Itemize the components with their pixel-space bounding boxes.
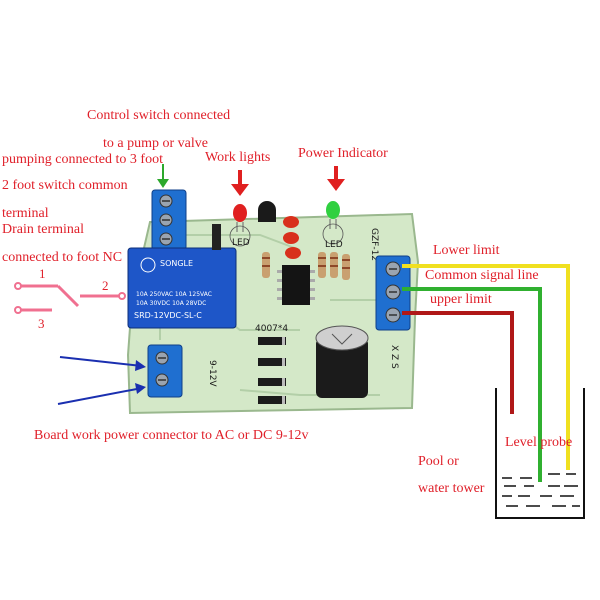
xzs-label: X Z S [389, 345, 399, 369]
upper-limit-label: upper limit [430, 292, 492, 307]
pool-container [495, 388, 585, 519]
led-label-left: LED [232, 238, 250, 248]
wire-lower-limit [402, 264, 570, 470]
control-switch-label-1: Control switch connected [87, 108, 231, 123]
power-input-arrows [57, 356, 146, 405]
work-lights-arrow [231, 170, 249, 196]
relay-rating-1: 10A 250VAC 10A 125VAC [136, 291, 212, 298]
probe-terminal-block [375, 255, 411, 331]
pool-label-2: water tower [418, 481, 485, 496]
ceramic-capacitors [283, 216, 301, 259]
work-light-led [229, 204, 251, 247]
wire-upper-limit [402, 311, 514, 414]
ic-chip [277, 265, 315, 305]
relay-output-terminal-block [151, 189, 187, 251]
relay-rating-2: 10A 30VDC 10A 28VDC [136, 300, 206, 307]
led-label-right: LED [325, 240, 343, 250]
connected-foot-label: connected to foot NC [2, 250, 123, 265]
wire-common-signal [402, 287, 542, 482]
two-foot-label-1: 2 foot switch common [2, 178, 128, 193]
voltage-label: 9-12V [207, 360, 217, 387]
diode [212, 224, 221, 250]
switch-symbol [18, 284, 122, 312]
switch-pin-1: 1 [39, 266, 46, 281]
board-model: GZF-12 [369, 228, 379, 261]
board-power-label: Board work power connector to AC or DC 9… [34, 428, 309, 443]
pumping-label: pumping connected to 3 foot [2, 152, 163, 167]
relay-component: SONGLE 10A 250VAC 10A 125VAC 10A 30VDC 1… [127, 247, 237, 329]
transistor [258, 201, 276, 222]
lower-limit-label: Lower limit [433, 243, 500, 258]
rectifier-diodes [258, 337, 286, 404]
drain-label: Drain terminal [2, 222, 85, 237]
power-indicator-led [322, 201, 344, 245]
level-probe-label: Level probe [505, 435, 573, 450]
power-indicator-arrow [327, 166, 345, 191]
relay-model: SRD-12VDC-SL-C [134, 311, 202, 320]
electrolytic-capacitor [315, 325, 369, 398]
resistors [262, 252, 350, 280]
diode-label: 4007*4 [255, 324, 288, 334]
work-lights-label: Work lights [205, 150, 271, 165]
water-dashes [502, 473, 580, 507]
switch-pin-2: 2 [102, 278, 109, 293]
two-foot-label-2: terminal [2, 206, 49, 221]
green-arrow [157, 164, 169, 188]
pool-label-1: Pool or [418, 454, 459, 469]
control-switch-label-2: to a pump or valve [103, 136, 208, 151]
power-terminal-block [147, 344, 183, 398]
common-signal-label: Common signal line [425, 268, 539, 283]
power-indicator-label: Power Indicator [298, 146, 388, 161]
switch-pin-3: 3 [38, 316, 45, 331]
switch-terminals [14, 282, 126, 314]
relay-brand: SONGLE [160, 259, 193, 268]
